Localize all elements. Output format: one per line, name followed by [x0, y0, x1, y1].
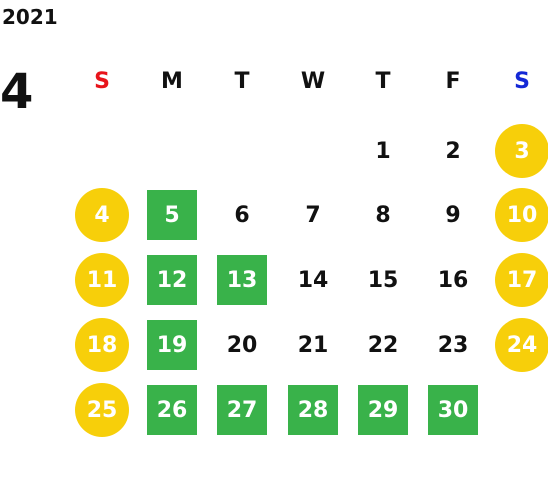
day-26-highlighted[interactable]: 26 [147, 385, 197, 435]
day-19-highlighted[interactable]: 19 [147, 320, 197, 370]
day-6[interactable]: 6 [234, 202, 250, 228]
day-25-weekend[interactable]: 25 [75, 383, 129, 437]
month-label: 4 [0, 64, 34, 120]
day-20[interactable]: 20 [226, 332, 258, 358]
day-4-weekend[interactable]: 4 [75, 188, 129, 242]
year-label: 2021 [2, 5, 58, 29]
day-17-weekend[interactable]: 17 [495, 253, 548, 307]
day-16[interactable]: 16 [437, 267, 469, 293]
day-28-highlighted[interactable]: 28 [288, 385, 338, 435]
day-29-highlighted[interactable]: 29 [358, 385, 408, 435]
day-1[interactable]: 1 [375, 138, 391, 164]
day-24-weekend[interactable]: 24 [495, 318, 548, 372]
day-30-highlighted[interactable]: 30 [428, 385, 478, 435]
day-2[interactable]: 2 [445, 138, 461, 164]
day-13-highlighted[interactable]: 13 [217, 255, 267, 305]
day-23[interactable]: 23 [437, 332, 469, 358]
day-9[interactable]: 9 [445, 202, 461, 228]
weekday-header-sun: S [94, 68, 110, 94]
day-22[interactable]: 22 [367, 332, 399, 358]
day-21[interactable]: 21 [297, 332, 329, 358]
day-7[interactable]: 7 [305, 202, 321, 228]
weekday-header-sat: S [514, 68, 530, 94]
day-18-weekend[interactable]: 18 [75, 318, 129, 372]
day-3-weekend[interactable]: 3 [495, 124, 548, 178]
day-11-weekend[interactable]: 11 [75, 253, 129, 307]
day-8[interactable]: 8 [375, 202, 391, 228]
weekday-header-tue: T [234, 68, 250, 94]
day-12-highlighted[interactable]: 12 [147, 255, 197, 305]
day-15[interactable]: 15 [367, 267, 399, 293]
day-10-weekend[interactable]: 10 [495, 188, 548, 242]
day-27-highlighted[interactable]: 27 [217, 385, 267, 435]
day-14[interactable]: 14 [297, 267, 329, 293]
weekday-header-thu: T [375, 68, 391, 94]
weekday-header-fri: F [445, 68, 461, 94]
day-5-highlighted[interactable]: 5 [147, 190, 197, 240]
weekday-header-mon: M [161, 68, 183, 94]
weekday-header-wed: W [300, 68, 326, 94]
